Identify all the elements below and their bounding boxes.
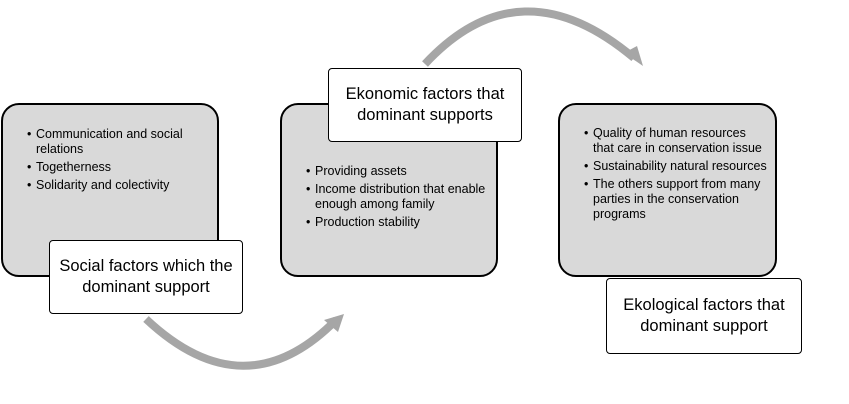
list-item: Providing assets (306, 164, 488, 179)
social-factors-label: Social factors which the dominant suppor… (49, 240, 243, 314)
social-factors-list: Communication and social relations Toget… (3, 105, 217, 193)
flow-arrow-top-head (624, 46, 643, 66)
flow-arrow-bottom (143, 316, 339, 370)
ecological-factors-panel: Quality of human resources that care in … (558, 103, 777, 277)
flow-arrow-bottom-head (324, 314, 344, 332)
list-item: Quality of human resources that care in … (584, 126, 767, 156)
ecological-factors-list: Quality of human resources that care in … (560, 105, 775, 222)
list-item: Income distribution that enable enough a… (306, 182, 488, 212)
list-item: Togetherness (27, 160, 209, 175)
list-item: Solidarity and colectivity (27, 178, 209, 193)
list-item: Communication and social relations (27, 127, 209, 157)
list-item: The others support from many parties in … (584, 177, 767, 222)
economic-factors-list: Providing assets Income distribution tha… (282, 105, 496, 230)
economic-factors-label: Ekonomic factors that dominant supports (328, 68, 522, 142)
list-item: Sustainability natural resources (584, 159, 767, 174)
list-item: Production stability (306, 215, 488, 230)
flow-arrow-top (422, 7, 637, 67)
ecological-factors-label: Ekological factors that dominant support (606, 278, 802, 354)
